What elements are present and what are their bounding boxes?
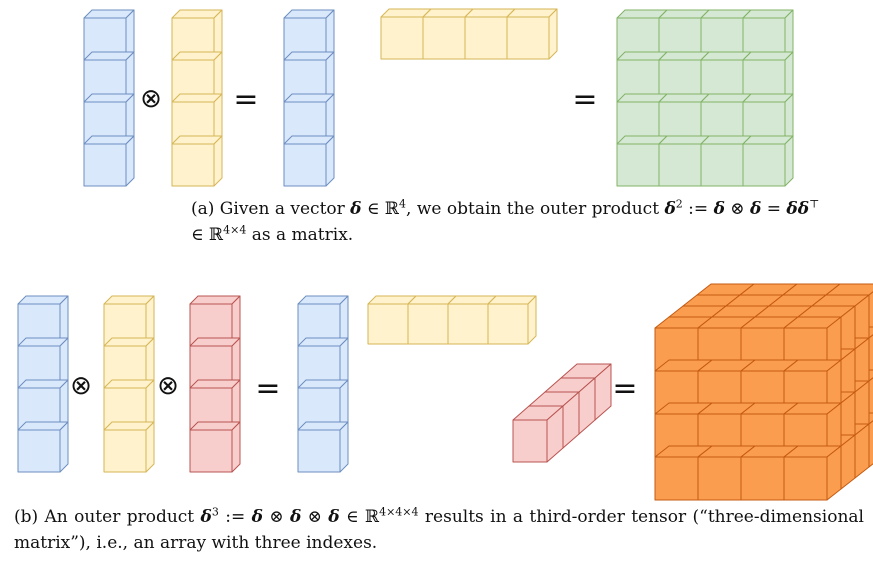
tensor-symbol: ⊗ xyxy=(157,371,179,401)
caption-text: ∈ ℝ xyxy=(340,507,379,527)
caption-text: as a matrix. xyxy=(246,225,353,245)
caption-text: ⊗ xyxy=(301,507,328,527)
result-depth-red-cell xyxy=(513,406,563,462)
delta-symbol: δ xyxy=(714,199,725,219)
delta-symbol: δ xyxy=(350,199,361,219)
result-row-yellow-cell-front xyxy=(465,17,507,59)
result-row-yellow-cell-front xyxy=(408,304,448,344)
vector-delta-blue xyxy=(18,296,68,472)
outer-product-tensor xyxy=(655,284,873,500)
result-row-yellow-cell-front xyxy=(507,17,549,59)
result-column-blue xyxy=(298,296,348,472)
delta-symbol: δ xyxy=(290,507,301,527)
delta-symbol: δ xyxy=(201,507,212,527)
equals-symbol: = xyxy=(255,371,280,406)
delta-symbol: δδ xyxy=(786,199,809,219)
outer-product-tensor-cell-front xyxy=(741,457,784,500)
result-row-yellow-cell xyxy=(488,296,536,344)
result-row-yellow-cell-side xyxy=(549,9,557,59)
vector-delta-blue-cell-front xyxy=(84,144,126,186)
vector-delta-red-cell-front xyxy=(190,430,232,472)
superscript: 2 xyxy=(676,197,683,210)
vector-delta-yellow-cell-side xyxy=(146,422,154,472)
result-column-blue xyxy=(284,10,334,186)
superscript: ⊤ xyxy=(809,197,819,210)
outer-product-tensor-cell-front xyxy=(655,457,698,500)
result-row-yellow xyxy=(381,9,557,59)
caption-text: = xyxy=(761,199,786,219)
result-column-blue-cell-side xyxy=(326,136,334,186)
tensor-symbol: ⊗ xyxy=(140,84,162,114)
outer-product-matrix-cell-front xyxy=(701,144,743,186)
result-column-blue-cell-front xyxy=(298,430,340,472)
result-row-yellow-cell-front xyxy=(381,17,423,59)
outer-product-matrix-cell-side xyxy=(785,136,793,186)
caption-text: (b) An outer product xyxy=(14,507,201,527)
result-row-yellow-cell xyxy=(507,9,557,59)
result-row-yellow-cell-front xyxy=(448,304,488,344)
outer-product-matrix-cell xyxy=(743,136,793,186)
vector-delta-yellow-cell xyxy=(172,136,222,186)
result-row-yellow-cell-front xyxy=(488,304,528,344)
superscript: 4×4 xyxy=(223,223,246,236)
vector-delta-yellow-cell-front xyxy=(104,430,146,472)
outer-product-matrix-cell-front xyxy=(743,144,785,186)
vector-delta-blue-cell-side xyxy=(60,422,68,472)
delta-symbol: δ xyxy=(328,507,339,527)
vector-delta-red-cell-side xyxy=(232,422,240,472)
outer-product-tensor-cell-front xyxy=(698,457,741,500)
vector-delta-yellow-cell-front xyxy=(172,144,214,186)
panel-a-diagram xyxy=(84,9,793,186)
vector-delta-blue xyxy=(84,10,134,186)
caption-text: := xyxy=(219,507,252,527)
result-column-blue-cell xyxy=(284,136,334,186)
vector-delta-blue-cell-front xyxy=(18,430,60,472)
delta-symbol: δ xyxy=(664,199,675,219)
delta-symbol: δ xyxy=(252,507,263,527)
caption-text: , we obtain the outer product xyxy=(406,199,664,219)
superscript: 3 xyxy=(212,505,219,518)
caption-text: ⊗ xyxy=(725,199,750,219)
caption-a: (a) Given a vector δ ∈ ℝ4, we obtain the… xyxy=(191,196,831,248)
outer-product-tensor-cell-front xyxy=(784,457,827,500)
vector-delta-yellow-cell-side xyxy=(214,136,222,186)
caption-text: (a) Given a vector xyxy=(191,199,350,219)
equals-symbol: = xyxy=(572,82,597,117)
result-depth-red-cell-front xyxy=(513,420,547,462)
delta-symbol: δ xyxy=(750,199,761,219)
vector-delta-yellow-cell xyxy=(104,422,154,472)
result-column-blue-cell-side xyxy=(340,422,348,472)
equals-symbol: = xyxy=(233,82,258,117)
caption-text: ∈ ℝ xyxy=(191,225,223,245)
result-column-blue-cell-front xyxy=(284,144,326,186)
outer-product-matrix-cell-front xyxy=(617,144,659,186)
outer-product-matrix xyxy=(617,10,793,186)
vector-delta-blue-cell xyxy=(18,422,68,472)
panel-b-diagram xyxy=(18,284,873,500)
vector-delta-yellow xyxy=(104,296,154,472)
vector-delta-blue-cell xyxy=(84,136,134,186)
result-row-yellow xyxy=(368,296,536,344)
superscript: 4 xyxy=(399,197,406,210)
outer-product-matrix-cell-front xyxy=(659,144,701,186)
result-row-yellow-cell-front xyxy=(368,304,408,344)
result-column-blue-cell xyxy=(298,422,348,472)
superscript: 4×4×4 xyxy=(379,505,418,518)
caption-text: := xyxy=(683,199,714,219)
equals-symbol: = xyxy=(612,371,637,406)
result-row-yellow-cell-side xyxy=(528,296,536,344)
tensor-symbol: ⊗ xyxy=(70,371,92,401)
vector-delta-yellow xyxy=(172,10,222,186)
result-row-yellow-cell-front xyxy=(423,17,465,59)
outer-product-tensor-cell xyxy=(784,446,841,500)
caption-text: ∈ ℝ xyxy=(362,199,400,219)
vector-delta-red-cell xyxy=(190,422,240,472)
caption-b: (b) An outer product δ3 := δ ⊗ δ ⊗ δ ∈ ℝ… xyxy=(14,504,864,556)
vector-delta-blue-cell-side xyxy=(126,136,134,186)
caption-text: ⊗ xyxy=(263,507,290,527)
result-depth-red xyxy=(513,364,611,462)
vector-delta-red xyxy=(190,296,240,472)
